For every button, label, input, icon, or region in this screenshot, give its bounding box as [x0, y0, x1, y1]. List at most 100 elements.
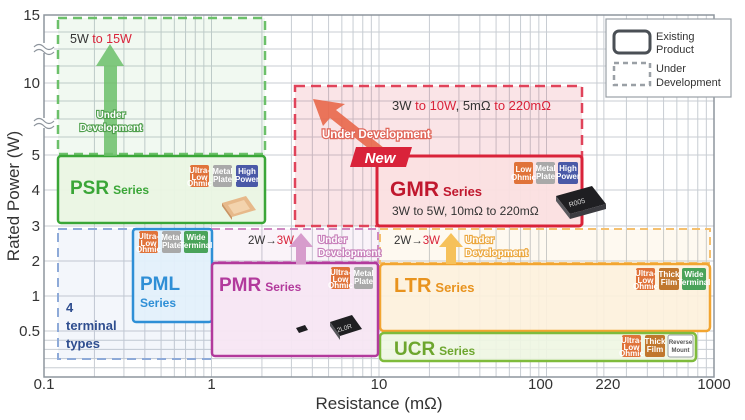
x-tick-label: 0.1	[34, 376, 55, 393]
psr-badges: Ultra- Low Ohmic Metal Plate High Power	[187, 165, 259, 188]
svg-text:High: High	[559, 164, 577, 173]
gmr-product-image: R005	[556, 186, 606, 219]
plot-frame	[43, 14, 715, 378]
svg-text:High: High	[238, 167, 256, 176]
pmr-badge-ultra-low-ohmic	[331, 267, 350, 289]
y-tick-label: 5	[32, 147, 40, 164]
pml-badge-wide-terminal	[184, 231, 208, 253]
pmr-dev-region	[211, 228, 379, 263]
gmr-product-marking: R005	[568, 198, 586, 209]
gmr-diagonal-arrow	[313, 99, 384, 156]
svg-text:Ohmic: Ohmic	[187, 179, 212, 188]
svg-text:Low: Low	[638, 276, 655, 285]
svg-text:Power: Power	[556, 172, 580, 181]
gmr-badge-metal-plate	[536, 162, 555, 184]
svg-text:Reverse: Reverse	[669, 340, 693, 346]
ltr-badge-wide-terminal	[682, 268, 706, 290]
svg-text:Power: Power	[235, 175, 259, 184]
legend-existing-swatch	[612, 29, 652, 55]
gmr-badge-high-power	[558, 162, 578, 184]
arrows	[96, 44, 463, 264]
psr-dev-range: 5W to 15W	[70, 32, 132, 46]
svg-text:Wide: Wide	[684, 270, 704, 279]
ltr-dev-region	[379, 228, 711, 264]
new-tag-label: New	[365, 150, 397, 167]
gmr-dev-range: 3W to 10W, 5mΩ to 220mΩ	[392, 98, 551, 113]
svg-text:Ultra-: Ultra-	[330, 268, 351, 277]
psr-up-arrow	[96, 44, 124, 156]
gmr-under-dev-label: Under Development	[322, 129, 431, 141]
gmr-badge-low-ohmic	[514, 162, 533, 184]
ltr-region	[378, 262, 712, 333]
pmr-product-images: 2L0R	[296, 315, 362, 340]
four-terminal-line1: 4	[66, 300, 74, 315]
pmr-under-dev-line1: Under	[318, 235, 347, 246]
svg-text:Terminal: Terminal	[678, 278, 711, 287]
pml-badges: Ultra- Low Ohmic Metal Plate Wide Termin…	[136, 231, 212, 254]
legend-dev-swatch	[612, 61, 652, 87]
y-tick-label: 2	[32, 253, 40, 270]
svg-text:Plate: Plate	[354, 277, 374, 286]
ltr-under-dev-line2: Development	[465, 248, 528, 259]
svg-text:Ultra-: Ultra-	[189, 166, 210, 175]
y-tick-label: 15	[23, 7, 40, 24]
svg-text:Ohmic: Ohmic	[328, 281, 353, 290]
svg-text:Metal: Metal	[353, 269, 373, 278]
psr-product-image	[222, 196, 256, 220]
svg-text:Ohmic: Ohmic	[619, 349, 644, 358]
svg-text:Wide: Wide	[186, 233, 206, 242]
svg-text:Metal: Metal	[535, 164, 555, 173]
svg-text:Thick: Thick	[645, 337, 666, 346]
svg-text:Plate: Plate	[536, 172, 556, 181]
svg-text:Ultra-: Ultra-	[138, 232, 159, 241]
axis-break-lower	[34, 118, 54, 128]
legend-existing-line2: Product	[656, 44, 694, 56]
ltr-arrow-text: 2W→3W	[394, 235, 440, 247]
psr-badge-ultra-low-ohmic	[190, 165, 209, 187]
pmr-badge-metal-plate	[354, 267, 373, 289]
svg-text:Low: Low	[192, 173, 209, 182]
svg-text:Thick: Thick	[659, 270, 680, 279]
ucr-region	[378, 331, 698, 363]
psr-badge-metal-plate	[213, 165, 232, 187]
svg-text:Mount: Mount	[672, 348, 690, 354]
pmr-badges: Ultra- Low Ohmic Metal Plate	[328, 267, 374, 290]
x-tick-label: 1	[207, 376, 215, 393]
svg-text:Ultra-: Ultra-	[635, 269, 656, 278]
svg-text:Low: Low	[624, 343, 641, 352]
y-tick-label: 3	[32, 218, 40, 235]
four-terminal-line3: types	[66, 336, 100, 351]
ltr-badges: Ultra- Low Ohmic Thick Film Wide Termina…	[633, 268, 710, 291]
psr-badge-high-power	[236, 165, 258, 187]
axis-break-lower-mark	[33, 117, 55, 130]
svg-text:Ohmic: Ohmic	[136, 245, 161, 254]
axis-break-upper-mark	[33, 43, 55, 56]
four-terminal-line2: terminal	[66, 318, 117, 333]
svg-text:Metal: Metal	[161, 233, 181, 242]
svg-text:Low: Low	[333, 275, 350, 284]
ucr-badges: Ultra- Low Ohmic Thick Film Reverse Moun…	[619, 334, 694, 358]
y-tick-label: 4	[32, 182, 40, 199]
svg-text:Ohmic: Ohmic	[633, 282, 658, 291]
x-tick-label: 1000	[697, 376, 730, 393]
axis-breaks	[33, 43, 55, 130]
psr-dev-region	[56, 16, 267, 156]
legend-dev-line2: Development	[656, 77, 721, 89]
pmr-up-arrow	[289, 233, 313, 264]
svg-text:Low: Low	[516, 165, 533, 174]
pmr-arrow-text: 2W→3W	[248, 235, 294, 247]
legend-dev-line1: Under	[656, 63, 686, 75]
pmr-product-marking: 2L0R	[336, 323, 353, 334]
gmr-badges: Low Ohmic Metal Plate High Power	[511, 162, 580, 184]
svg-text:Plate: Plate	[162, 241, 182, 250]
axis-break-upper	[34, 43, 54, 53]
ucr-badge-reverse-mount	[667, 334, 694, 358]
y-axis-title: Rated Power (W)	[4, 131, 23, 261]
